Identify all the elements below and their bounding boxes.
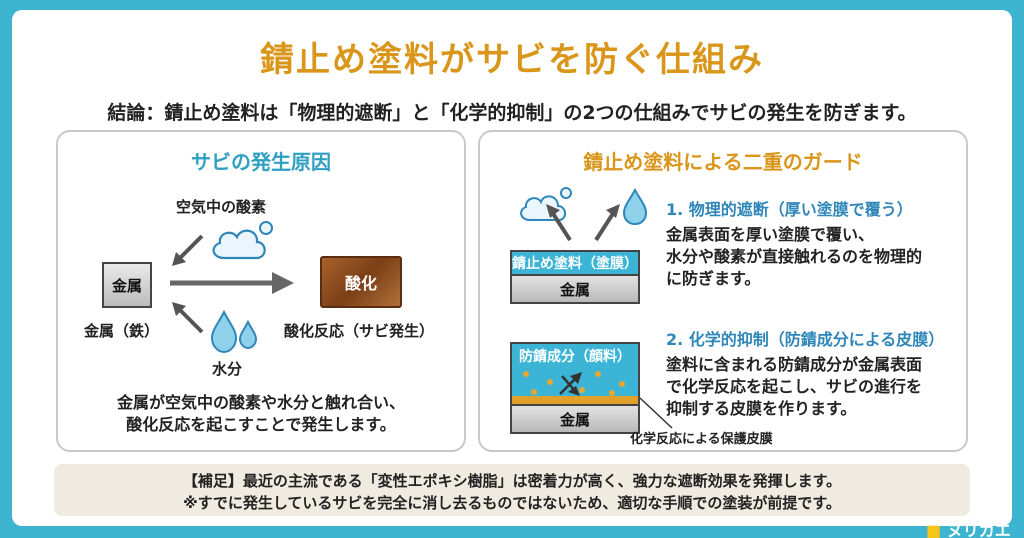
double-guard-panel: 錆止め塗料による二重のガード 錆止め塗料（塗膜） 金属 1. 物理的遮断（厚い塗… — [478, 130, 968, 452]
pigment-dots — [523, 371, 625, 396]
note-line-2: ※すでに発生しているサビを完全に消し去るものではないため、適切な手順での塗装が前… — [183, 494, 841, 512]
deflect-arrows-icon — [546, 204, 620, 242]
cloud-icon — [212, 221, 273, 260]
arrow-water-icon — [172, 302, 204, 334]
section2-title: 2. 化学的抑制（防錆成分による皮膜） — [666, 330, 945, 349]
brand-icon: ■ — [926, 521, 942, 538]
double-guard-title: 錆止め塗料による二重のガード — [583, 150, 863, 174]
note-line-1: 【補足】最近の主流である「変性エポキシ樹脂」は密着力が高く、強力な遮断効果を発揮… — [182, 472, 842, 490]
metal-caption: 金属（鉄） — [84, 322, 160, 340]
rust-cause-title: サビの発生原因 — [191, 150, 331, 174]
arrow-reaction-icon — [170, 272, 294, 294]
water-drop-icon — [622, 187, 648, 226]
water-drop-icon — [210, 309, 258, 354]
coating-layer: 錆止め塗料（塗膜） — [510, 250, 640, 274]
conclusion-text: 結論：錆止め塗料は「物理的遮断」と「化学的抑制」の2つの仕組みでサビの発生を防ぎ… — [107, 102, 917, 124]
pigment-layer: 防錆成分（顔料） — [510, 342, 640, 396]
note-box: 【補足】最近の主流である「変性エポキシ樹脂」は密着力が高く、強力な遮断効果を発揮… — [54, 464, 970, 516]
section2-text: 塗料に含まれる防錆成分が金属表面 で化学反応を起こし、サビの進行を 抑制する皮膜… — [666, 355, 923, 418]
protective-film-label: 化学反応による保護皮膜 — [630, 432, 773, 447]
protective-film-layer — [510, 396, 640, 404]
rust-box: 酸化 — [320, 256, 402, 308]
section1-text: 金属表面を厚い塗膜で覆い、 水分や酸素が直接触れるのを物理的 に防ぎます。 — [666, 225, 923, 288]
main-card: 錆止め塗料がサビを防ぐ仕組み 結論：錆止め塗料は「物理的遮断」と「化学的抑制」の… — [12, 10, 1012, 526]
brand-logo: ■ ヌリカエ — [926, 517, 1011, 538]
film-pointer-line — [639, 397, 673, 429]
rust-cause-panel: サビの発生原因 空気中の酸素 金属 金属（鉄） 酸化 酸化反応（サビ発生） 水分 — [56, 130, 466, 452]
brand-name: ヌリカエ — [946, 521, 1011, 538]
arrow-oxygen-icon — [172, 234, 204, 266]
oxygen-label: 空気中の酸素 — [176, 198, 267, 216]
water-label: 水分 — [212, 360, 243, 378]
metal-box: 金属 — [102, 262, 152, 308]
rust-caption: 酸化反応（サビ発生） — [284, 322, 435, 340]
rust-cause-description: 金属が空気中の酸素や水分と触れ合い、 酸化反応を起こすことで発生します。 — [116, 393, 405, 434]
section1-title: 1. 物理的遮断（厚い塗膜で覆う） — [666, 200, 913, 219]
metal-layer: 金属 — [510, 274, 640, 304]
page-title: 錆止め塗料がサビを防ぐ仕組み — [260, 40, 764, 80]
pigment-label: 防錆成分（顔料） — [519, 349, 631, 365]
metal-layer: 金属 — [510, 404, 640, 434]
